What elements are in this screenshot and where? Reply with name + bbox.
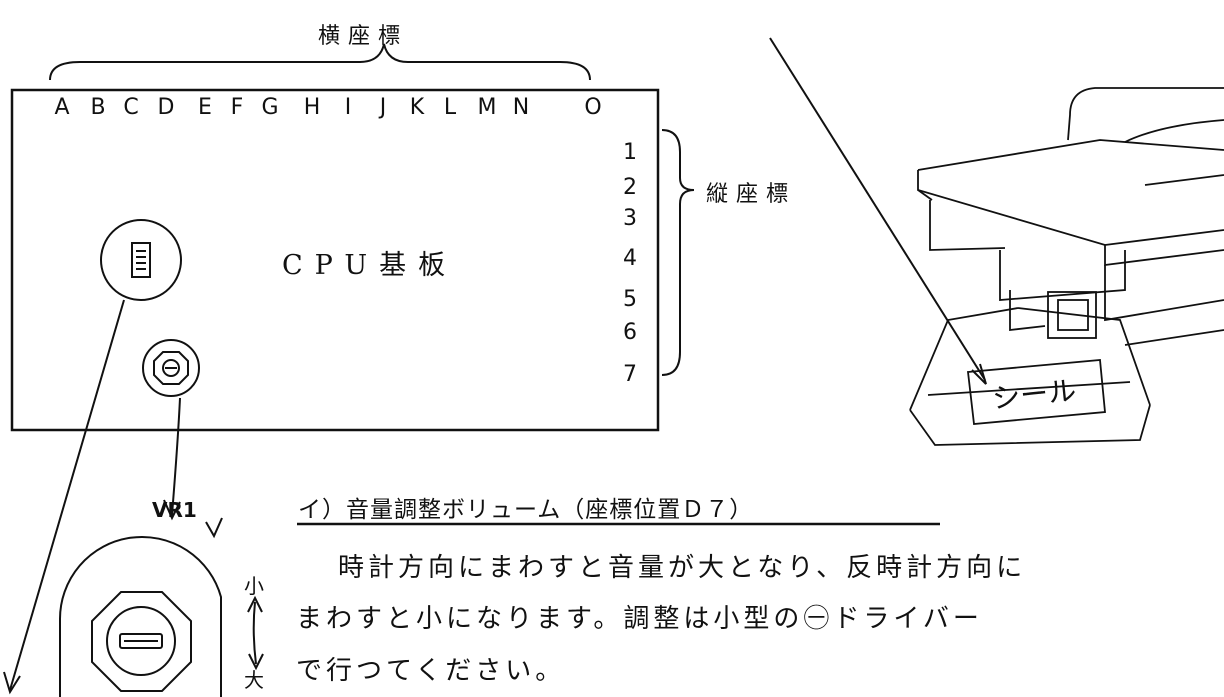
- vertical-axis-label: 縦座標: [706, 182, 797, 207]
- column-label: H: [303, 95, 321, 120]
- column-label: N: [512, 95, 530, 120]
- dip-switch-arrow: [9, 299, 125, 691]
- volume-detail: [58, 536, 222, 697]
- column-label: K: [409, 95, 425, 120]
- row-label: 1: [623, 140, 637, 165]
- section-title: イ）音量調整ボリューム（座標位置Ｄ７）: [298, 497, 754, 523]
- column-label: M: [477, 95, 497, 120]
- cpu-board: [10, 88, 660, 432]
- small-direction-label: 小: [244, 574, 264, 598]
- volume-knob-icon: [142, 339, 200, 397]
- column-label: J: [379, 95, 387, 120]
- body-line-2: まわすと小になります。調整は小型の㊀ドライバー: [296, 604, 983, 634]
- column-label: E: [198, 95, 212, 120]
- dip-switch-icon: [100, 219, 182, 301]
- column-label: D: [157, 95, 175, 120]
- row-label: 4: [623, 246, 637, 271]
- vertical-brace: [661, 129, 695, 376]
- column-label: I: [344, 95, 352, 120]
- column-label: O: [584, 95, 602, 120]
- horizontal-axis-label: 横座標: [318, 24, 409, 49]
- column-label: A: [54, 95, 70, 120]
- column-label: L: [443, 95, 457, 120]
- row-label: 6: [623, 320, 637, 345]
- row-label: 5: [623, 287, 637, 312]
- vr1-arrow: [205, 517, 223, 539]
- column-label: B: [90, 95, 106, 120]
- board-title: CPU基板: [282, 250, 458, 281]
- large-direction-label: 大: [244, 668, 264, 692]
- seal-leader-line: [769, 37, 986, 381]
- horizontal-brace: [49, 43, 591, 81]
- body-line-1: 時計方向にまわすと音量が大となり、反時計方向に: [338, 553, 1027, 583]
- column-label: C: [123, 95, 139, 120]
- rotation-arrow: [252, 601, 257, 665]
- column-label: F: [230, 95, 244, 120]
- vr1-label: VR1: [152, 498, 197, 522]
- cabinet-illustration: [909, 87, 1224, 446]
- body-line-3: で行つてください。: [296, 656, 566, 686]
- row-label: 2: [623, 175, 637, 200]
- column-label: G: [261, 95, 279, 120]
- row-label: 3: [623, 206, 637, 231]
- row-label: 7: [623, 362, 637, 387]
